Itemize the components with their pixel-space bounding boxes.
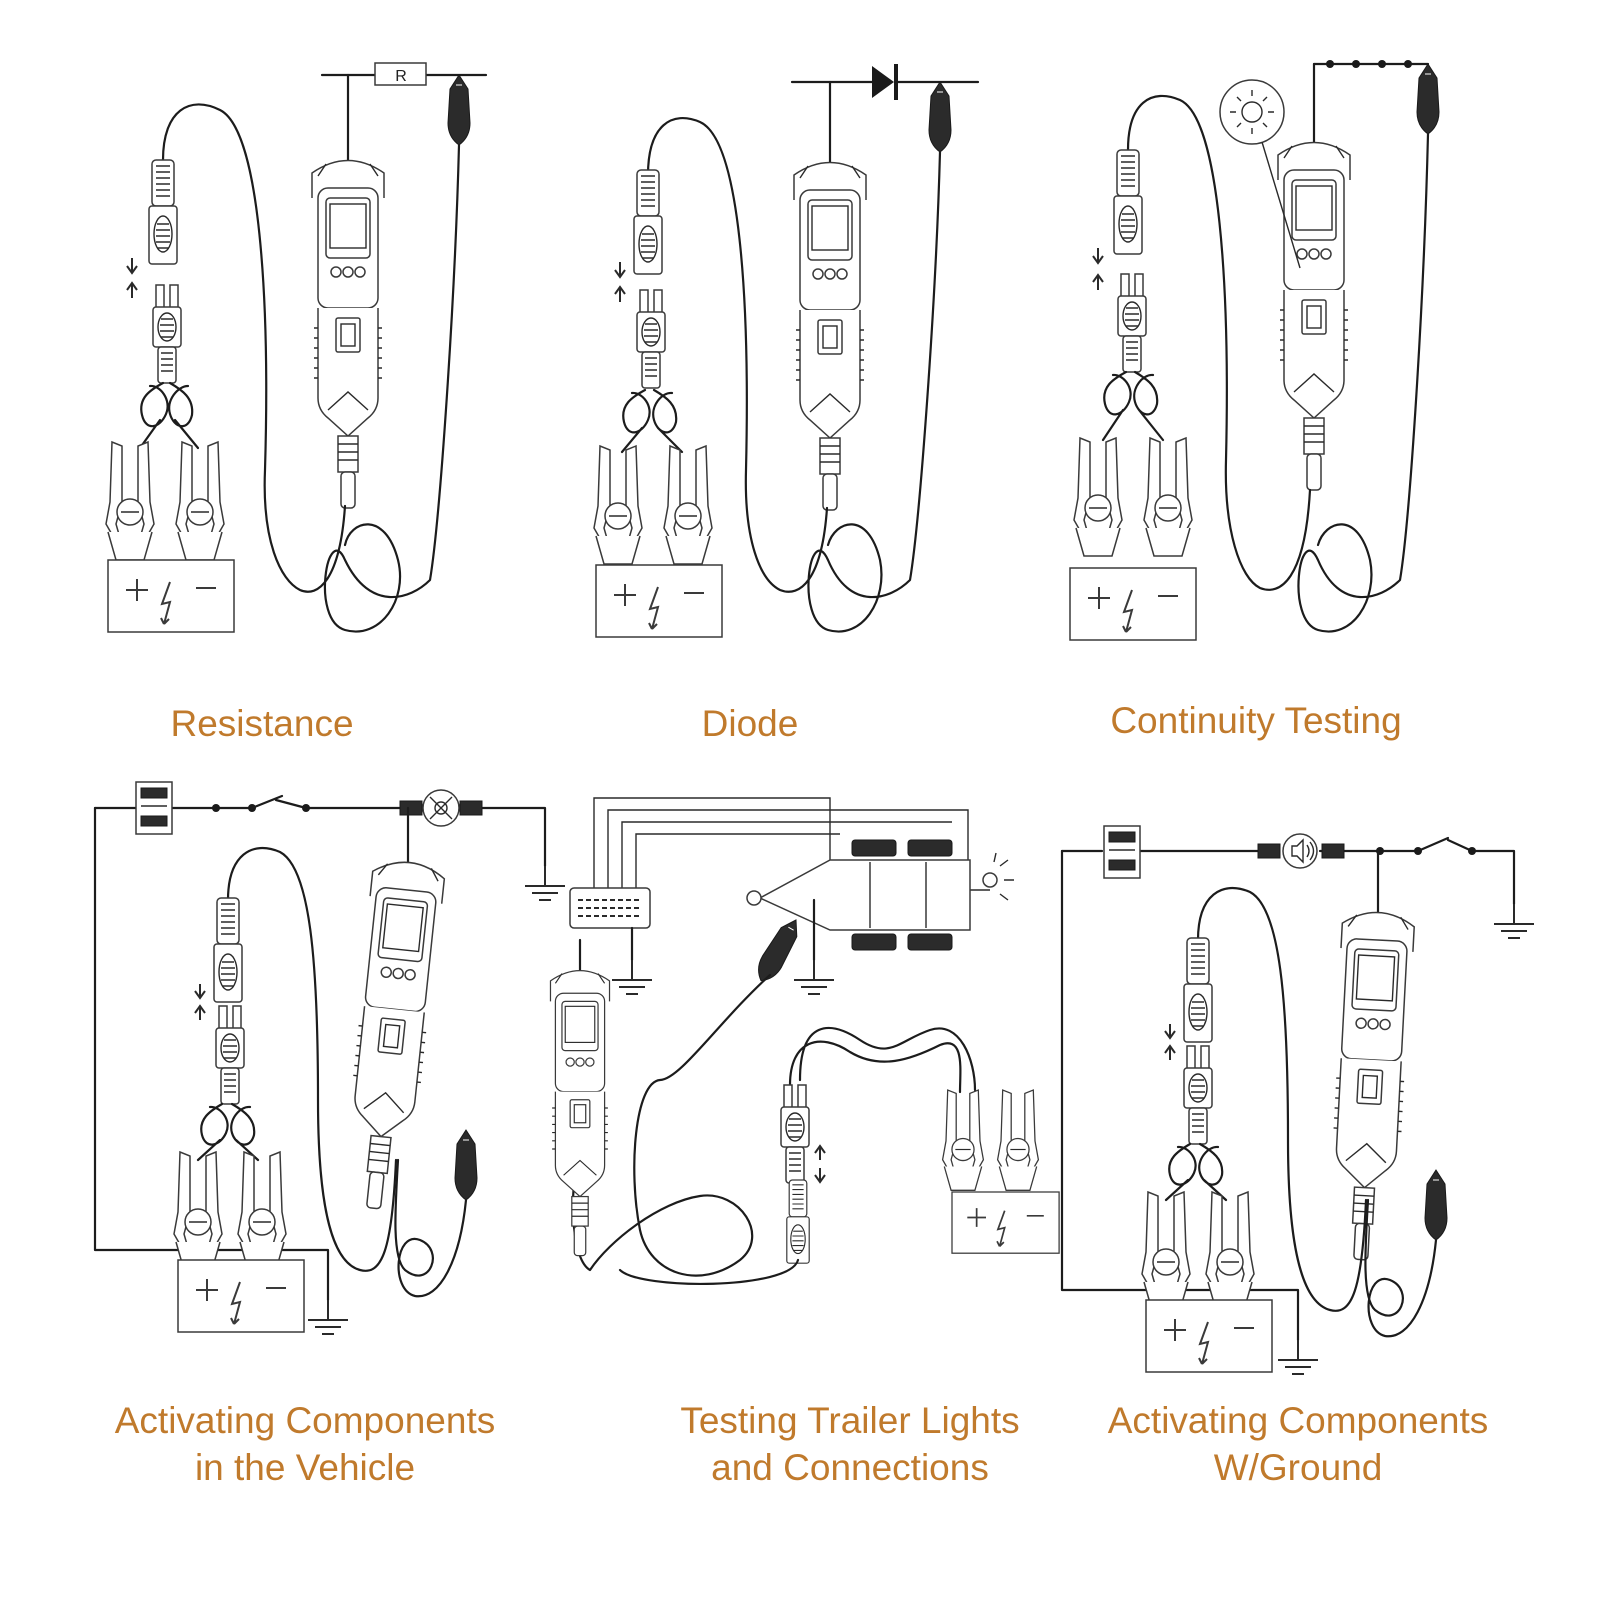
caption-resistance: Resistance: [170, 703, 353, 744]
connector-icon: [1183, 937, 1213, 1043]
power-probe-icon: [1277, 141, 1351, 491]
connector-icon: [1117, 273, 1147, 373]
connector-icon: [786, 1179, 810, 1264]
caption-trailer-line2: and Connections: [711, 1447, 989, 1488]
switch-icon: [1416, 836, 1450, 853]
arrows-icon: [1164, 1024, 1176, 1060]
arrows-icon: [126, 258, 138, 298]
trailer-panel: [549, 797, 1060, 1286]
diode-panel: [593, 64, 980, 638]
battery-clamp-icon: [996, 1089, 1040, 1191]
battery-icon: [1145, 1299, 1273, 1373]
caption-trailer-line1: Testing Trailer Lights: [680, 1400, 1019, 1441]
caption-continuity: Continuity Testing: [1110, 700, 1401, 741]
resistance-panel: R: [105, 62, 488, 633]
resistor-label: R: [395, 68, 407, 85]
arrows-icon: [1092, 248, 1104, 290]
battery-icon: [107, 559, 235, 633]
caption-activating-line2: in the Vehicle: [195, 1447, 415, 1488]
connector-icon: [152, 284, 182, 384]
power-probe-icon: [793, 161, 867, 511]
battery-clamp-icon: [105, 441, 155, 561]
speaker-icon: [1282, 833, 1318, 869]
connector-icon: [636, 289, 666, 389]
ground-icon: [1493, 903, 1535, 939]
arrows-icon: [814, 1144, 826, 1184]
arrows-icon: [194, 984, 206, 1020]
continuity-panel: [1069, 60, 1440, 641]
battery-clamp-icon: [941, 1089, 985, 1191]
alligator-clip-icon: [750, 914, 807, 987]
caption-diode: Diode: [702, 703, 799, 744]
power-probe-icon: [336, 858, 447, 1213]
battery-icon: [951, 1191, 1060, 1255]
ground-icon: [1277, 1339, 1319, 1375]
alligator-clip-icon: [447, 74, 471, 146]
battery-icon: [177, 1259, 305, 1333]
arrows-icon: [614, 262, 626, 302]
switch-icon: [250, 794, 284, 810]
battery-icon: [1069, 567, 1197, 641]
fuse-box-icon: [1103, 825, 1141, 879]
battery-clamp-icon: [175, 441, 225, 561]
diode-icon: [872, 66, 894, 98]
caption-activating-line1: Activating Components: [115, 1400, 495, 1441]
power-probe-icon: [311, 159, 385, 509]
fuse-box-icon: [135, 781, 173, 835]
connector-icon: [1113, 149, 1143, 255]
activating-ground-panel: [1060, 825, 1535, 1375]
battery-clamp-icon: [1073, 437, 1123, 557]
battery-clamp-icon: [1141, 1191, 1191, 1311]
ground-icon: [611, 959, 653, 995]
connector-icon: [215, 1005, 245, 1105]
battery-clamp-icon: [663, 445, 713, 565]
battery-clamp-icon: [593, 445, 643, 565]
trailer-icon: [746, 839, 1014, 951]
caption-ground-line2: W/Ground: [1214, 1447, 1383, 1488]
connector-icon: [148, 159, 178, 265]
connector-icon: [633, 169, 663, 275]
alligator-clip-icon: [454, 1129, 478, 1201]
battery-clamp-icon: [173, 1151, 223, 1271]
battery-clamp-icon: [237, 1151, 287, 1271]
connector-icon: [780, 1084, 810, 1184]
ground-icon: [307, 1299, 349, 1335]
power-probe-icon: [1324, 909, 1416, 1263]
alligator-clip-icon: [1416, 63, 1440, 135]
light-bulb-icon: [1219, 79, 1285, 145]
ground-icon: [793, 959, 835, 995]
battery-clamp-icon: [1143, 437, 1193, 557]
caption-ground-line1: Activating Components: [1108, 1400, 1488, 1441]
activating-vehicle-panel: [93, 781, 566, 1335]
power-probe-icon: [549, 970, 611, 1257]
connector-icon: [1183, 1045, 1213, 1145]
connector-icon: [213, 897, 243, 1003]
ground-icon: [524, 865, 566, 901]
resistor-icon: [374, 62, 427, 86]
alligator-clip-icon: [928, 81, 952, 153]
battery-icon: [595, 564, 723, 638]
alligator-clip-icon: [1424, 1169, 1448, 1241]
battery-clamp-icon: [1205, 1191, 1255, 1311]
